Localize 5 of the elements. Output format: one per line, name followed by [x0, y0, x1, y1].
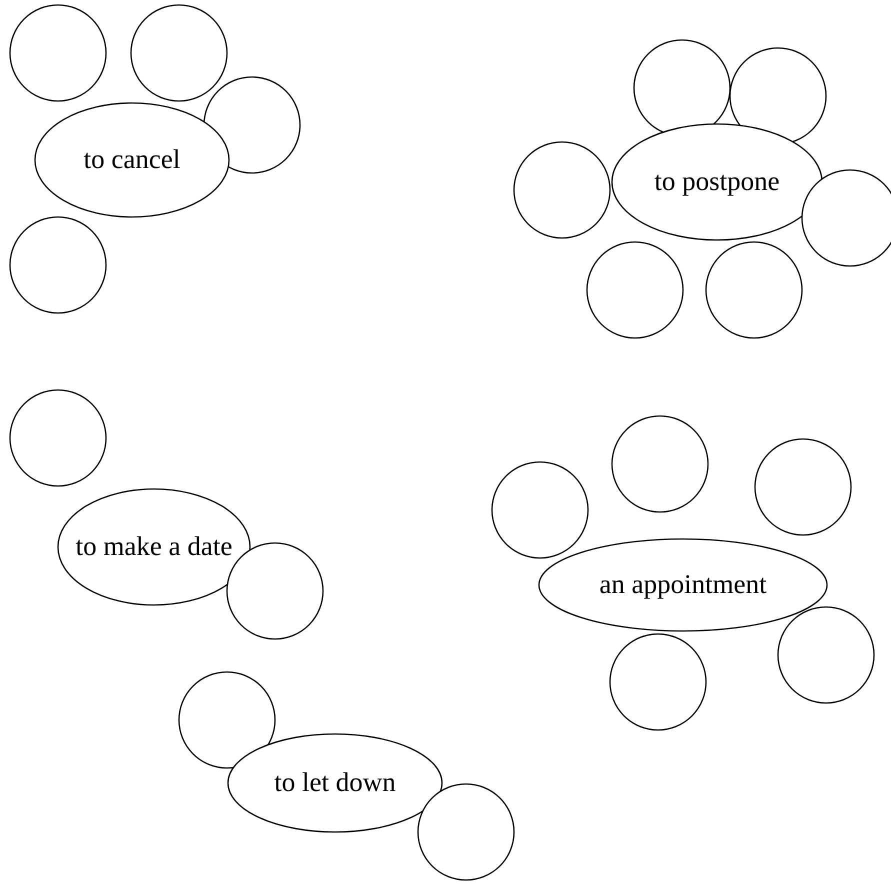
term-label: to let down — [274, 766, 396, 800]
term-label: an appointment — [599, 568, 767, 602]
term-label: to make a date — [76, 530, 232, 564]
term-label: to cancel — [84, 143, 180, 176]
term-label: to postpone — [654, 165, 780, 198]
